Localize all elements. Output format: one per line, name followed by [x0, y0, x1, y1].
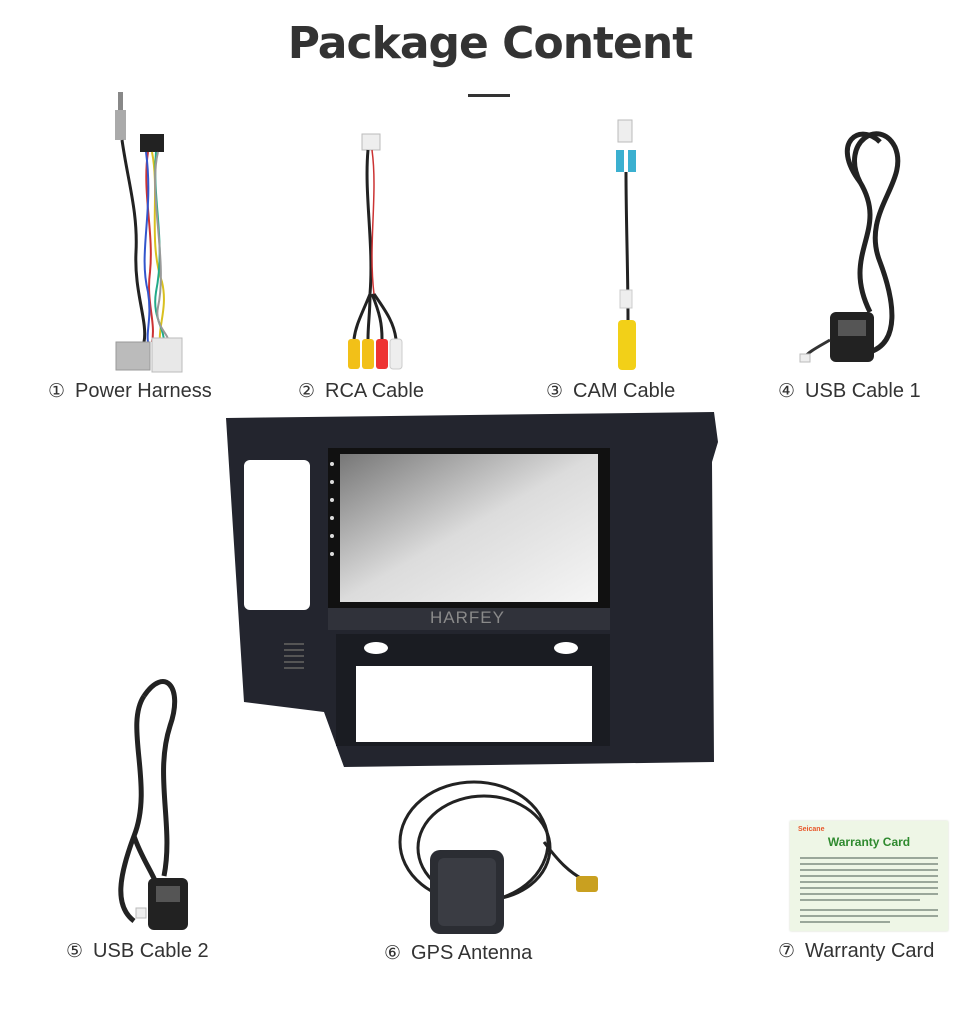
item-label-power-harness: ① Power Harness	[48, 380, 212, 403]
head-unit-brand: HARFEY	[430, 608, 505, 627]
text-line	[800, 881, 938, 883]
text-line	[800, 857, 938, 859]
item-name: Power Harness	[75, 380, 212, 402]
item-number: ⑥	[384, 942, 402, 964]
rca-cable-image	[348, 133, 403, 370]
cam-cable-image	[616, 119, 636, 370]
item-number: ①	[48, 380, 66, 402]
item-label-usb-cable-2: ⑤ USB Cable 2	[66, 940, 209, 963]
text-line	[800, 899, 920, 901]
item-number: ⑤	[66, 940, 84, 962]
item-name: RCA Cable	[325, 380, 424, 402]
text-line	[800, 915, 938, 917]
gps-antenna-image	[398, 780, 598, 934]
head-unit-image	[226, 412, 718, 767]
item-number: ②	[298, 380, 316, 402]
usb-cable-2-image	[118, 679, 188, 930]
item-number: ③	[546, 380, 564, 402]
page-title: Package Content	[287, 18, 694, 69]
warranty-card-title: Warranty Card	[827, 835, 911, 849]
text-line	[800, 863, 938, 865]
item-name: USB Cable 2	[93, 940, 209, 962]
item-label-gps-antenna: ⑥ GPS Antenna	[384, 942, 532, 965]
text-line	[800, 921, 890, 923]
item-label-cam-cable: ③ CAM Cable	[546, 380, 675, 403]
title-divider	[468, 94, 510, 97]
text-line	[800, 893, 938, 895]
warranty-card-image: Seicane Warranty Card	[790, 821, 948, 931]
item-number: ⑦	[778, 940, 796, 962]
item-name: USB Cable 1	[805, 380, 921, 402]
item-number: ④	[778, 380, 796, 402]
item-name: Warranty Card	[805, 940, 935, 962]
item-name: GPS Antenna	[411, 942, 533, 964]
warranty-card-brand: Seicane	[798, 826, 825, 833]
text-line	[800, 887, 938, 889]
item-label-rca-cable: ② RCA Cable	[298, 380, 424, 403]
power-harness-image	[115, 92, 183, 373]
item-name: CAM Cable	[573, 380, 676, 402]
text-line	[800, 869, 938, 871]
text-line	[800, 909, 938, 911]
text-line	[800, 875, 938, 877]
item-label-warranty-card: ⑦ Warranty Card	[778, 940, 934, 963]
usb-cable-1-image	[799, 131, 901, 363]
item-label-usb-cable-1: ④ USB Cable 1	[778, 380, 921, 403]
